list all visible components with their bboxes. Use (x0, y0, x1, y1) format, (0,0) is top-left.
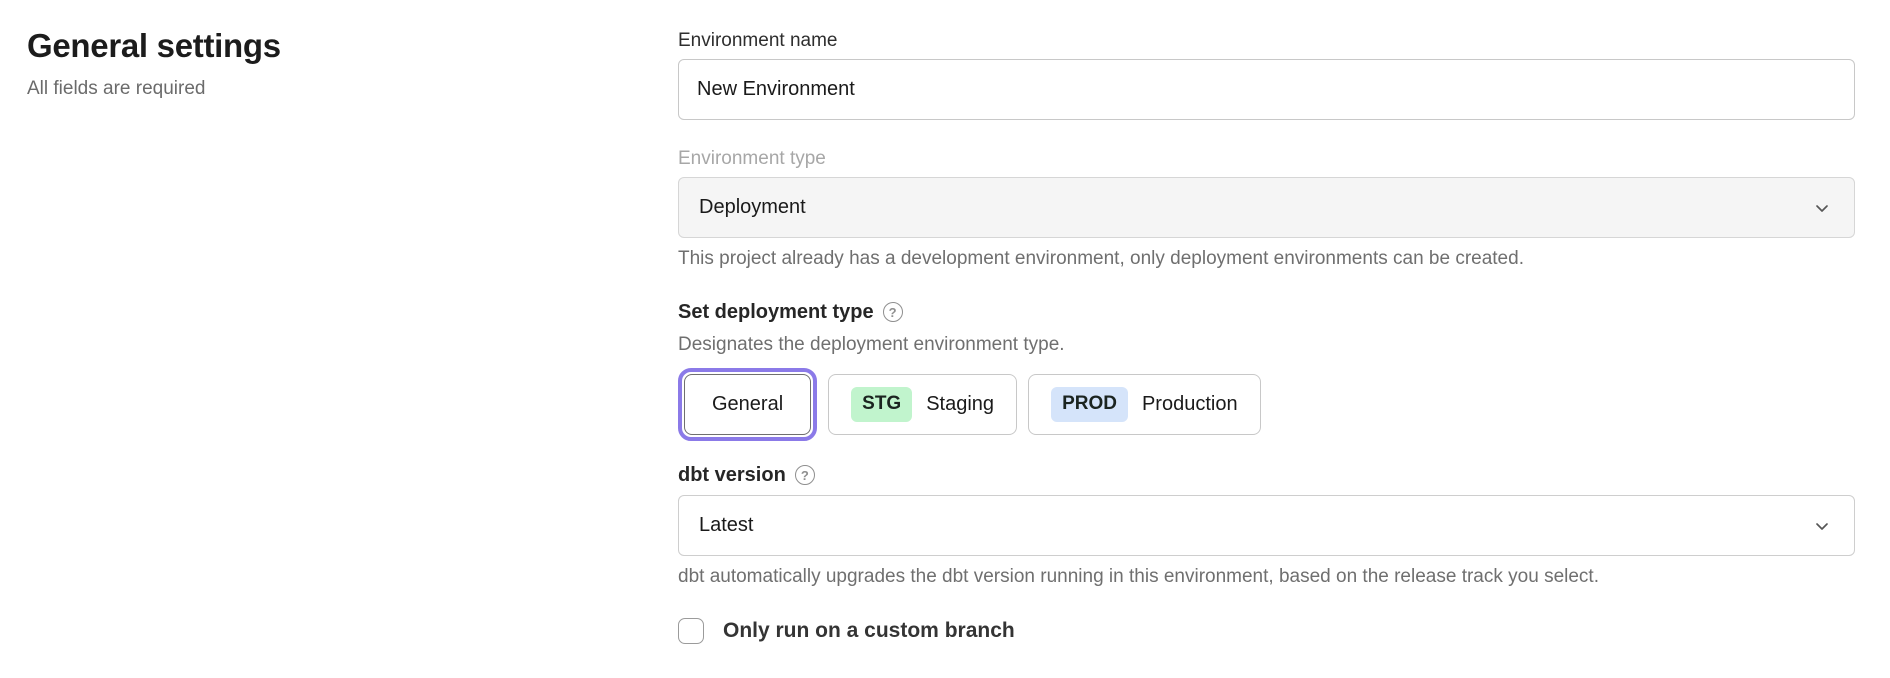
environment-name-label: Environment name (678, 30, 838, 51)
option-label: General (712, 393, 784, 415)
production-badge: PROD (1051, 387, 1128, 422)
deployment-type-heading-row: Set deployment type ? (678, 300, 1855, 324)
help-icon[interactable]: ? (882, 302, 903, 322)
selected-option-ring: General (678, 368, 818, 441)
environment-name-input[interactable] (678, 59, 1855, 120)
environment-type-helper: This project already has a development e… (678, 248, 1524, 269)
deployment-type-heading: Set deployment type (678, 301, 874, 323)
staging-badge: STG (851, 387, 913, 422)
dbt-version-select[interactable]: Latest (678, 495, 1855, 556)
dbt-version-helper: dbt automatically upgrades the dbt versi… (678, 566, 1599, 587)
environment-type-select[interactable]: Deployment (678, 177, 1855, 238)
environment-type-label: Environment type (678, 148, 826, 169)
custom-branch-label[interactable]: Only run on a custom branch (723, 619, 1015, 642)
deployment-type-option-general[interactable]: General (684, 374, 812, 435)
page-title: General settings (27, 27, 281, 64)
chevron-down-icon (1816, 204, 1828, 212)
option-label: Production (1141, 393, 1238, 415)
page-subtitle: All fields are required (27, 77, 206, 99)
deployment-type-description: Designates the deployment environment ty… (678, 334, 1065, 355)
environment-type-value: Deployment (699, 196, 806, 218)
custom-branch-checkbox[interactable] (678, 618, 704, 644)
dbt-version-value: Latest (699, 514, 754, 536)
help-icon[interactable]: ? (794, 465, 815, 485)
dbt-version-heading-row: dbt version ? (678, 463, 1855, 487)
deployment-type-option-production[interactable]: PROD Production (1028, 374, 1261, 435)
option-label: Staging (926, 393, 995, 415)
dbt-version-heading: dbt version (678, 464, 786, 486)
chevron-down-icon (1816, 522, 1828, 530)
environment-form: Environment name Environment type Deploy… (678, 30, 1855, 644)
custom-branch-row: Only run on a custom branch (678, 618, 1855, 644)
deployment-type-option-staging[interactable]: STG Staging (828, 374, 1018, 435)
deployment-type-options: General STG Staging PROD Production (678, 368, 1855, 441)
settings-header: General settings All fields are required (27, 26, 587, 100)
